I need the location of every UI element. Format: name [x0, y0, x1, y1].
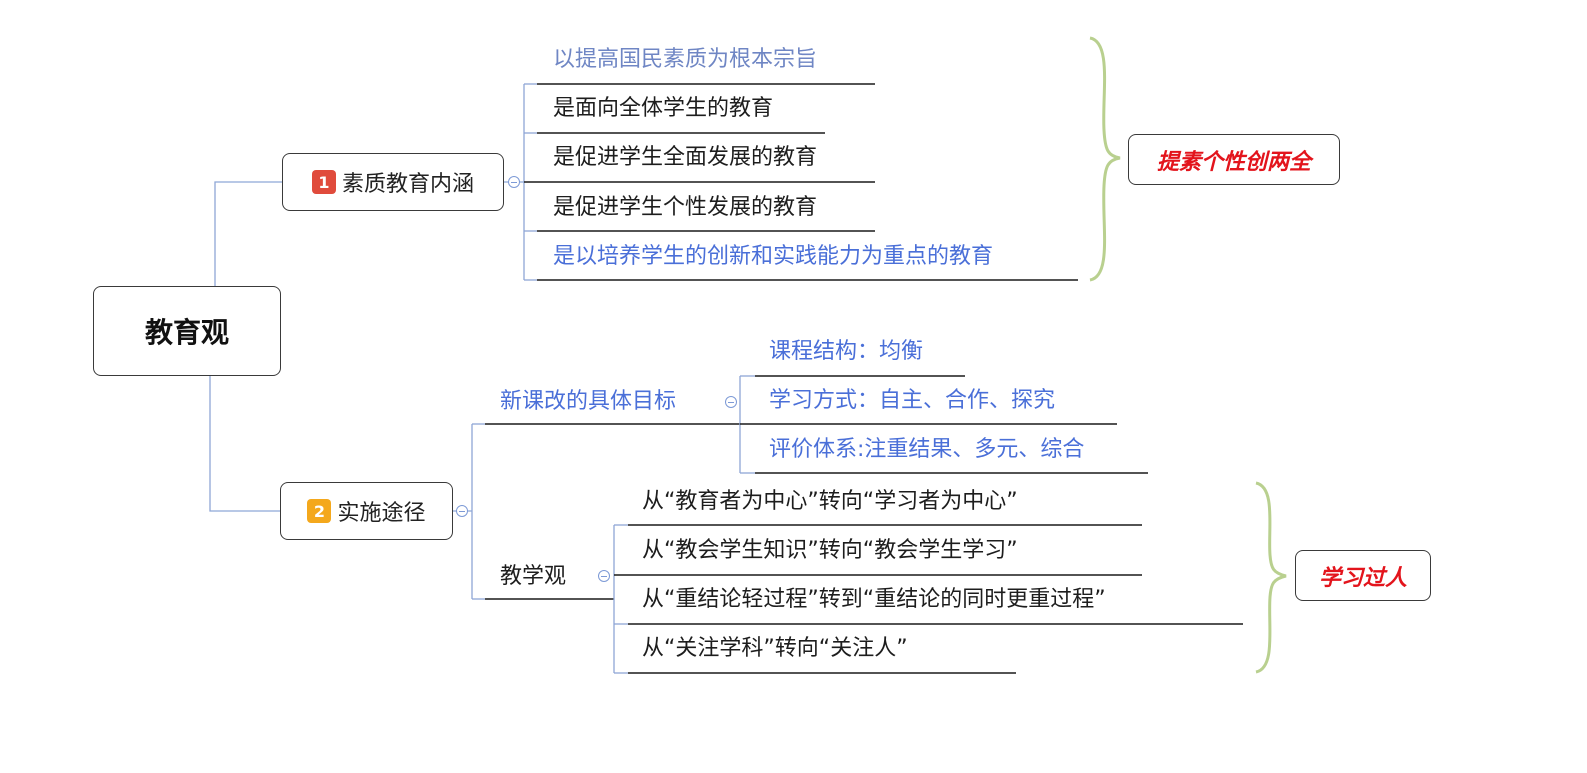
collapse-toggle-icon[interactable]: [725, 396, 737, 408]
subtopic-new-curriculum-goals[interactable]: 新课改的具体目标: [500, 389, 677, 414]
subtopic-teaching-view[interactable]: 教学观: [500, 564, 567, 589]
topic-item[interactable]: 是促进学生个性发展的教育: [553, 195, 818, 220]
collapse-toggle-icon[interactable]: [598, 570, 610, 582]
branch-node-2[interactable]: 2 实施途径: [280, 482, 453, 540]
branch-node-1[interactable]: 1 素质教育内涵: [282, 153, 504, 211]
topic-item[interactable]: 以提高国民素质为根本宗旨: [553, 47, 818, 72]
branch-label: 素质教育内涵: [341, 172, 474, 197]
topic-item[interactable]: 从“教会学生知识”转向“教会学生学习”: [642, 538, 1018, 563]
topic-item[interactable]: 从“关注学科”转向“关注人”: [642, 636, 908, 661]
topic-item[interactable]: 评价体系:注重结果、多元、综合: [769, 437, 1085, 462]
summary-brace-1: [1089, 36, 1121, 282]
priority-2-icon: 2: [307, 499, 332, 523]
topic-item[interactable]: 从“教育者为中心”转向“学习者为中心”: [642, 489, 1018, 514]
summary-label: 学习过人: [1318, 565, 1407, 591]
topic-item[interactable]: 是促进学生全面发展的教育: [553, 145, 818, 170]
summary-label: 提素个性创两全: [1156, 149, 1311, 175]
summary-brace-2: [1255, 481, 1287, 674]
root-label: 教育观: [144, 316, 229, 349]
summary-node-2[interactable]: 学习过人: [1295, 550, 1431, 601]
collapse-toggle-icon[interactable]: [508, 176, 520, 188]
priority-1-icon: 1: [311, 170, 336, 194]
topic-item[interactable]: 从“重结论轻过程”转到“重结论的同时更重过程”: [642, 587, 1106, 612]
collapse-toggle-icon[interactable]: [456, 505, 468, 517]
summary-node-1[interactable]: 提素个性创两全: [1128, 134, 1340, 185]
root-node[interactable]: 教育观: [93, 286, 281, 376]
branch-label: 实施途径: [337, 501, 426, 526]
topic-item[interactable]: 学习方式：自主、合作、探究: [769, 388, 1056, 413]
topic-item[interactable]: 是以培养学生的创新和实践能力为重点的教育: [553, 244, 994, 269]
topic-item[interactable]: 课程结构：均衡: [769, 339, 924, 364]
topic-item[interactable]: 是面向全体学生的教育: [553, 96, 774, 121]
